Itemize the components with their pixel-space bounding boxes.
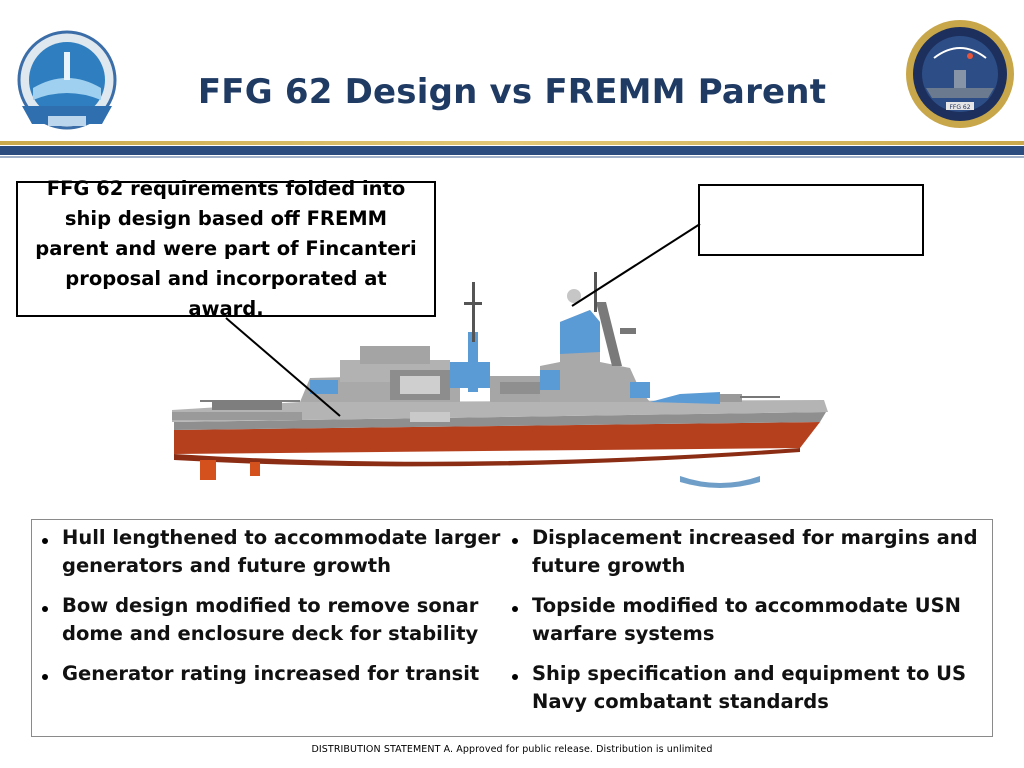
slide-title: FFG 62 Design vs FREMM Parent (197, 72, 827, 112)
blank-callout-box (698, 184, 924, 256)
gold-divider (0, 141, 1024, 145)
program-emblem-logo (17, 30, 117, 130)
bullet-item: Generator rating increased for transit (38, 660, 502, 688)
bullet-item: Ship specification and equipment to US N… (508, 660, 988, 716)
constellation-class-frigate-seal: FFG 62 (906, 20, 1014, 128)
bullet-icon (42, 538, 48, 544)
bullet-list-right: Displacement increased for margins and f… (508, 524, 988, 728)
distribution-statement: DISTRIBUTION STATEMENT A. Approved for p… (311, 744, 713, 755)
bullet-icon (42, 606, 48, 612)
bullet-icon (512, 606, 518, 612)
bullet-item: Bow design modified to remove sonar dome… (38, 592, 502, 648)
bullet-icon (42, 674, 48, 680)
changes-summary-box: Hull lengthened to accommodate larger ge… (31, 519, 993, 737)
bullet-icon (512, 538, 518, 544)
callout-box: FFG 62 requirements folded into ship des… (16, 177, 436, 320)
bullet-icon (512, 674, 518, 680)
bullet-list-left: Hull lengthened to accommodate larger ge… (38, 524, 502, 700)
bullet-item: Displacement increased for margins and f… (508, 524, 988, 580)
navy-divider (0, 146, 1024, 155)
seal-hull-number: FFG 62 (949, 104, 970, 111)
bullet-item: Hull lengthened to accommodate larger ge… (38, 524, 502, 580)
thin-divider (0, 156, 1024, 158)
bullet-item: Topside modified to accommodate USN warf… (508, 592, 988, 648)
